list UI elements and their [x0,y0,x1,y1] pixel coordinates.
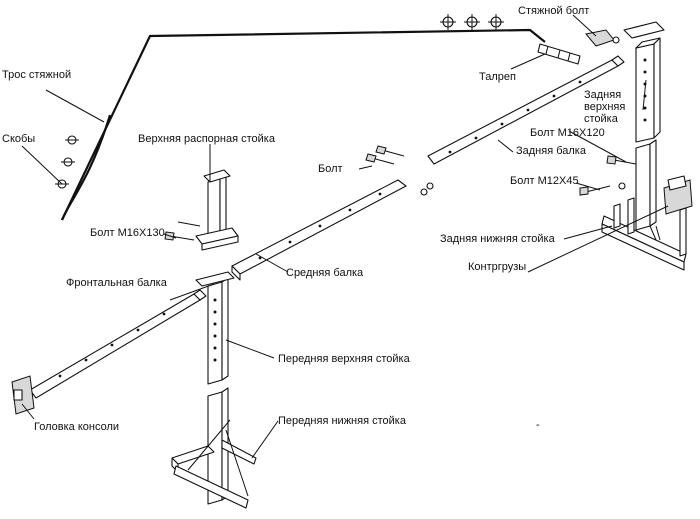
rear-beam [427,55,625,165]
leader-lines [21,14,669,459]
stray-mark: - [536,419,540,431]
bolt-m16x120-icon [606,155,637,165]
middle-beam [231,179,407,281]
label-front-beam: Фронтальная балка [66,277,168,289]
label-upper-spacer-post: Верхняя распорная стойка [138,133,276,145]
tie-cable-lower [60,114,112,221]
label-tie-bolt: Стяжной болт [518,5,589,17]
tie-bolt-icon [585,29,620,47]
bolt-m12x45-icon [579,182,626,196]
label-middle-beam: Средняя балка [286,267,364,279]
counterweights-icon [649,175,693,241]
label-rear-beam: Задняя балка [516,145,587,157]
label-bolt-m16x130: Болт M16X130 [90,227,165,239]
label-rear-upper-post: Задняя верхняя стойка [584,89,628,125]
label-front-lower-post: Передняя нижняя стойка [278,415,407,427]
label-console-head: Головка консоли [34,421,119,433]
bolt-m16x130-icon [164,221,201,241]
label-bolt-m12x45: Болт M12X45 [510,175,579,187]
upper-spacer-post [195,169,239,251]
label-counterweights: Контргрузы [468,261,526,273]
label-rear-lower-post: Задняя нижняя стойка [440,233,556,245]
label-clamps: Скобы [2,133,35,145]
front-upper-post [195,271,235,385]
turnbuckle-icon [537,43,581,65]
console-head-icon [11,375,35,415]
label-bolt: Болт [318,163,343,175]
label-turnbuckle: Талреп [479,71,516,83]
front-lower-post [171,387,257,509]
label-front-upper-post: Передняя верхняя стойка [278,353,411,365]
label-bolt-m16x120: Болт M16X120 [530,127,605,139]
top-clamps-icon [440,14,504,30]
bolt-icon [365,145,434,196]
tie-cable [61,28,546,221]
rear-upper-post [623,21,665,143]
front-beam [29,289,207,399]
label-tie-cable: Трос стяжной [2,69,71,81]
